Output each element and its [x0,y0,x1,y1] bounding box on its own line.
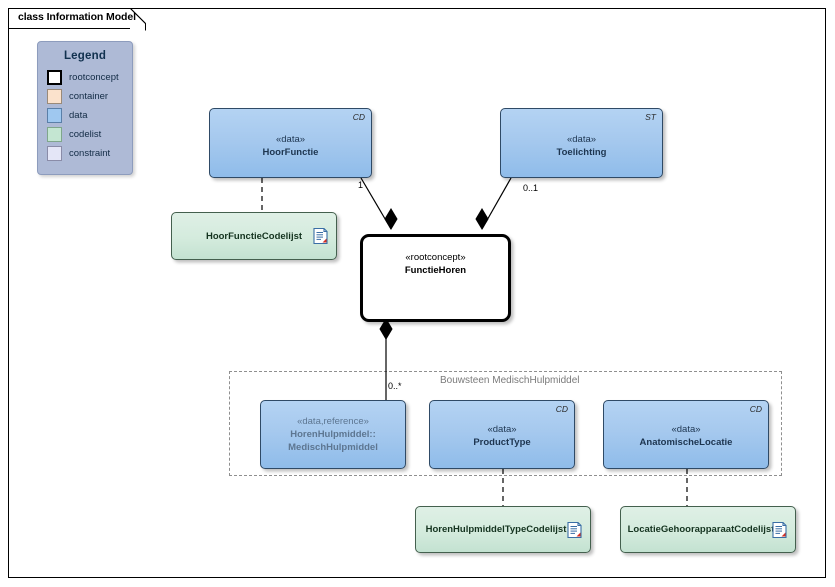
node-stereotype-functiehoren: «rootconcept» [405,252,466,263]
node-stereotype-toelichting: «data» [566,134,597,145]
node-body-anatomischelocatie: «data» AnatomischeLocatie [604,401,768,449]
legend-label-constraint: constraint [69,147,111,159]
node-stereotype-anatomischelocatie: «data» [671,424,701,435]
legend-swatch-data [47,107,62,123]
node-body-medischhulpmiddel: «data,reference» HorenHulpmiddel:: Medis… [261,401,405,454]
legend-label-rootconcept: rootconcept [69,71,119,83]
legend-title: Legend [63,50,107,62]
class-node-anatomischelocatie[interactable]: CD «data» AnatomischeLocatie [603,400,769,469]
node-tag-anatomischelocatie: CD [749,404,762,414]
legend-list: rootconcept container data codelist cons… [38,68,132,162]
class-node-functiehoren[interactable]: «rootconcept» FunctieHoren [360,234,511,322]
node-name-hoorfunctiecodelijst: HoorFunctieCodelijst [205,230,303,242]
node-name-medischhulpmiddel-line1: HorenHulpmiddel:: [290,429,376,440]
tab-shape-icon [8,8,146,31]
legend-swatch-rootconcept [47,69,62,85]
diagram-title-tab: class Information Model [8,8,146,31]
diagram-title-label: class Information Model [18,11,136,23]
legend-panel: Legend rootconcept container data codeli… [37,41,133,175]
node-body-producttype: «data» ProductType [430,401,574,449]
node-name-anatomischelocatie: AnatomischeLocatie [639,437,733,448]
legend-item-constraint: constraint [47,144,132,162]
node-stereotype-hoorfunctie: «data» [275,134,306,145]
multiplicity-toelichting: 0..1 [523,183,539,193]
class-node-producttype[interactable]: CD «data» ProductType [429,400,575,469]
legend-swatch-container [47,88,62,104]
node-tag-producttype: CD [555,404,568,414]
node-name-functiehoren: FunctieHoren [404,265,467,276]
legend-item-container: container [47,87,132,105]
node-stereotype-medischhulpmiddel: «data,reference» [297,416,369,427]
legend-swatch-codelist [47,126,62,142]
node-name-hoorfunctie: HoorFunctie [262,147,319,158]
legend-item-codelist: codelist [47,125,132,143]
legend-label-container: container [69,90,109,102]
container-bouwsteen-medischhulpmiddel[interactable] [229,371,782,476]
class-node-medischhulpmiddel[interactable]: «data,reference» HorenHulpmiddel:: Medis… [260,400,406,469]
node-body-hoorfunctie: «data» HoorFunctie [210,109,371,159]
class-node-hoorfunctie[interactable]: CD «data» HoorFunctie [209,108,372,178]
legend-item-data: data [47,106,132,124]
node-name-toelichting: Toelichting [556,147,607,158]
node-body-functiehoren: «rootconcept» FunctieHoren [363,237,508,277]
document-icon [567,521,582,538]
node-tag-hoorfunctie: CD [352,112,365,122]
node-name-producttype: ProductType [473,437,531,448]
multiplicity-hoorfunctie: 1 [358,180,364,190]
multiplicity-medischhulpmiddel: 0..* [388,381,402,391]
legend-label-codelist: codelist [69,128,102,140]
class-node-locatiegehoorapparaatcodelijst[interactable]: LocatieGehoorapparaatCodelijst [620,506,796,553]
document-icon [313,227,328,245]
node-stereotype-producttype: «data» [487,424,517,435]
document-icon [772,521,787,538]
legend-label-data: data [69,109,88,121]
node-name-medischhulpmiddel-line2: MedischHulpmiddel [288,442,378,453]
legend-swatch-constraint [47,145,62,161]
class-node-horenhulpmiddeltypecodelijst[interactable]: HorenHulpmiddelTypeCodelijst [415,506,591,553]
node-body-locatiegehoorapparaatcodelijst: LocatieGehoorapparaatCodelijst [621,507,795,552]
class-node-toelichting[interactable]: ST «data» Toelichting [500,108,663,178]
legend-item-rootconcept: rootconcept [47,68,132,86]
node-name-locatiegehoorapparaatcodelijst: LocatieGehoorapparaatCodelijst [627,524,775,535]
node-tag-toelichting: ST [645,112,656,122]
container-label: Bouwsteen MedischHulpmiddel [440,375,580,386]
node-body-hoorfunctiecodelijst: HoorFunctieCodelijst [172,213,336,259]
node-body-toelichting: «data» Toelichting [501,109,662,159]
class-node-hoorfunctiecodelijst[interactable]: HoorFunctieCodelijst [171,212,337,260]
node-name-horenhulpmiddeltypecodelijst: HorenHulpmiddelTypeCodelijst [425,524,567,535]
node-body-horenhulpmiddeltypecodelijst: HorenHulpmiddelTypeCodelijst [416,507,590,552]
